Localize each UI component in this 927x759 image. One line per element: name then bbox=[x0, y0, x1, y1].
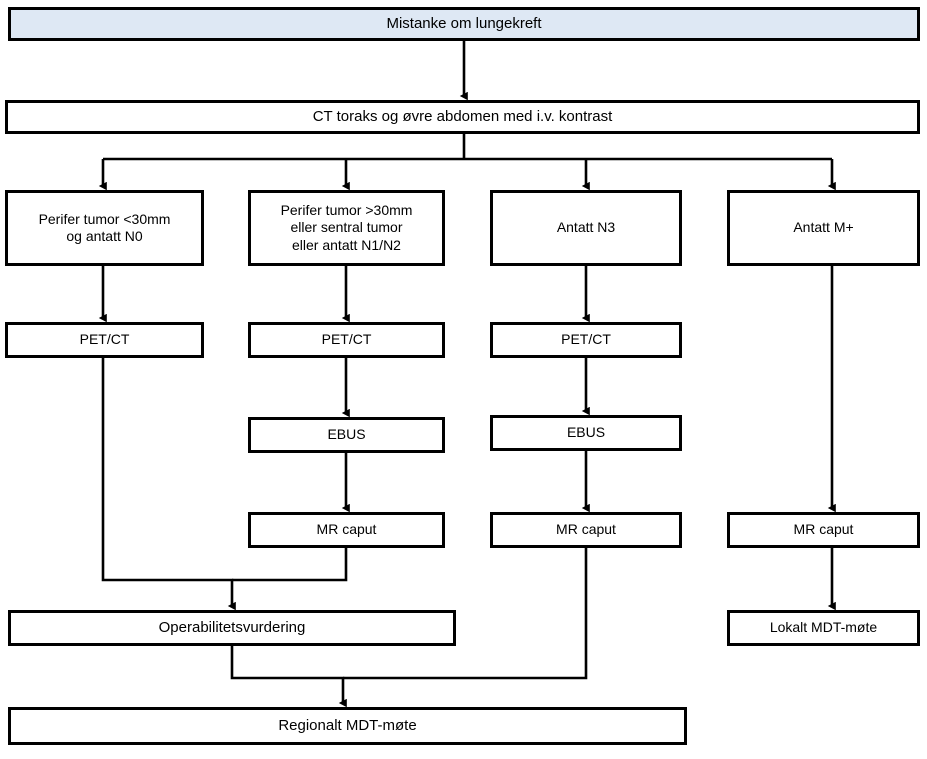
node-ct: CT toraks og øvre abdomen med i.v. kontr… bbox=[5, 100, 920, 134]
node-label-regionalmdt: Regionalt MDT-møte bbox=[278, 716, 417, 734]
node-label-ebus3: EBUS bbox=[566, 424, 606, 441]
node-label-ebus2: EBUS bbox=[327, 426, 366, 443]
node-branch3: Antatt N3 bbox=[490, 190, 682, 266]
node-label-branch4: Antatt M+ bbox=[793, 219, 854, 236]
node-petct1: PET/CT bbox=[5, 322, 204, 358]
node-regionalmdt: Regionalt MDT-møte bbox=[8, 707, 687, 745]
node-mrcaput3: MR caput bbox=[490, 512, 682, 548]
node-operability: Operabilitetsvurdering bbox=[8, 610, 456, 646]
connector-mrcaput3-to-regionalmdt bbox=[343, 548, 588, 680]
node-branch1: Perifer tumor <30mm og antatt N0 bbox=[5, 190, 204, 266]
connector-operability-to-regionalmdt bbox=[230, 646, 347, 708]
node-ebus2: EBUS bbox=[248, 417, 445, 453]
node-label-petct2: PET/CT bbox=[321, 331, 372, 348]
node-label-mrcaput2: MR caput bbox=[316, 521, 377, 538]
node-ebus3: EBUS bbox=[490, 415, 682, 451]
node-label-petct1: PET/CT bbox=[79, 331, 130, 348]
node-petct2: PET/CT bbox=[248, 322, 445, 358]
node-label-lokalmdt: Lokalt MDT-møte bbox=[769, 619, 878, 636]
node-label-branch2: Perifer tumor >30mm eller sentral tumor … bbox=[280, 201, 413, 253]
node-mrcaput4: MR caput bbox=[727, 512, 920, 548]
connector-mrcaput2-to-operability bbox=[232, 548, 348, 582]
node-label-branch1: Perifer tumor <30mm og antatt N0 bbox=[38, 210, 171, 245]
node-lokalmdt: Lokalt MDT-møte bbox=[727, 610, 920, 646]
node-petct3: PET/CT bbox=[490, 322, 682, 358]
node-label-petct3: PET/CT bbox=[561, 331, 611, 348]
node-label-ct: CT toraks og øvre abdomen med i.v. kontr… bbox=[312, 107, 613, 125]
node-start: Mistanke om lungekreft bbox=[8, 7, 920, 41]
node-label-mrcaput4: MR caput bbox=[793, 521, 854, 538]
node-branch2: Perifer tumor >30mm eller sentral tumor … bbox=[248, 190, 445, 266]
node-label-branch3: Antatt N3 bbox=[556, 219, 616, 236]
connector-group bbox=[98, 41, 836, 708]
connector-petct1-to-operability bbox=[101, 358, 236, 611]
node-label-mrcaput3: MR caput bbox=[556, 521, 616, 538]
node-label-operability: Operabilitetsvurdering bbox=[158, 618, 306, 636]
node-mrcaput2: MR caput bbox=[248, 512, 445, 548]
node-branch4: Antatt M+ bbox=[727, 190, 920, 266]
node-label-start: Mistanke om lungekreft bbox=[386, 14, 542, 32]
